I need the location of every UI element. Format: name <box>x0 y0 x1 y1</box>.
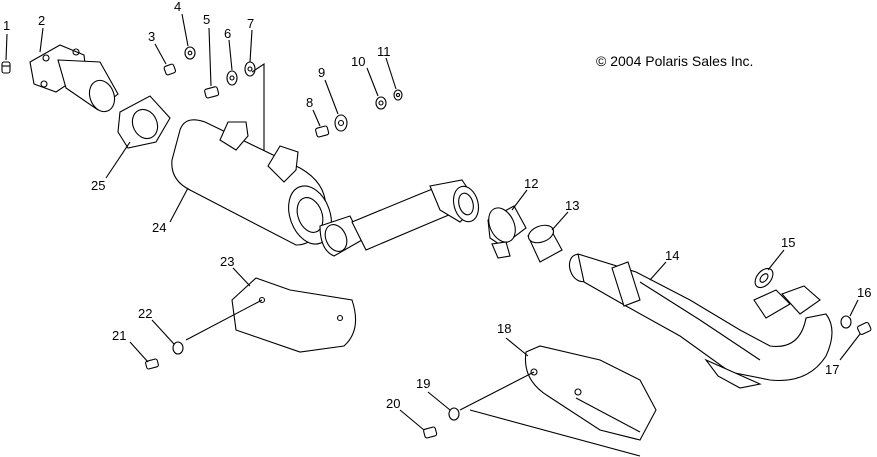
part-5-bolt <box>204 86 220 99</box>
callout-2: 2 <box>38 13 45 28</box>
leader-7-assembly <box>251 62 265 180</box>
part-13-sleeve <box>527 224 563 263</box>
part-6-washer <box>226 70 238 86</box>
part-8-bolt <box>315 125 330 138</box>
tailpipe <box>351 179 480 251</box>
leader-19-mount <box>459 371 535 411</box>
part-22-washer <box>172 341 184 355</box>
callout-5: 5 <box>203 12 210 27</box>
callout-9: 9 <box>318 65 325 80</box>
part-17-bolt <box>856 321 872 335</box>
leader-shield-edge <box>469 409 641 457</box>
callout-11: 11 <box>377 44 391 59</box>
part-2-flange <box>29 44 119 113</box>
callout-18: 18 <box>497 321 511 336</box>
part-4-washer <box>184 46 196 60</box>
part-23-heat-shield <box>231 277 357 353</box>
callout-21: 21 <box>112 328 126 343</box>
callout-4: 4 <box>174 0 181 14</box>
part-24-muffler <box>171 119 363 257</box>
callout-23: 23 <box>220 254 234 269</box>
part-9-washer <box>334 114 348 132</box>
callout-13: 13 <box>565 198 579 213</box>
part-11-nut <box>393 89 403 101</box>
part-3-bolt <box>163 63 177 76</box>
callout-1: 1 <box>3 18 10 33</box>
callout-24: 24 <box>152 220 166 235</box>
callout-19: 19 <box>416 376 430 391</box>
callout-16: 16 <box>857 285 871 300</box>
part-18-heat-shield <box>524 345 657 441</box>
part-25-gasket <box>117 95 171 149</box>
callout-22: 22 <box>138 306 152 321</box>
callout-leaders <box>5 13 861 431</box>
leader-22-mount <box>185 299 263 341</box>
part-15-gasket <box>754 267 774 289</box>
part-10-nut <box>375 96 387 110</box>
part-20-bolt <box>423 426 438 439</box>
callout-14: 14 <box>665 248 679 263</box>
part-7-washer <box>244 61 256 77</box>
part-19-washer <box>448 407 460 421</box>
callout-10: 10 <box>351 54 365 69</box>
part-14-header-pipe <box>568 253 833 389</box>
part-12-clamp <box>487 205 527 259</box>
callout-7: 7 <box>247 16 254 31</box>
copyright-text: © 2004 Polaris Sales Inc. <box>596 53 753 69</box>
callout-20: 20 <box>386 396 400 411</box>
callout-17: 17 <box>825 362 839 377</box>
callout-6: 6 <box>224 26 231 41</box>
part-16-nut <box>840 315 852 329</box>
callout-12: 12 <box>524 176 538 191</box>
callout-3: 3 <box>148 29 155 44</box>
callout-25: 25 <box>91 178 105 193</box>
callout-8: 8 <box>306 95 313 110</box>
part-21-bolt <box>145 358 159 370</box>
callout-labels: 1 2 3 4 5 6 7 8 9 10 11 12 13 14 15 16 1… <box>3 0 871 411</box>
callout-15: 15 <box>781 235 795 250</box>
part-1-bolt <box>1 61 11 74</box>
